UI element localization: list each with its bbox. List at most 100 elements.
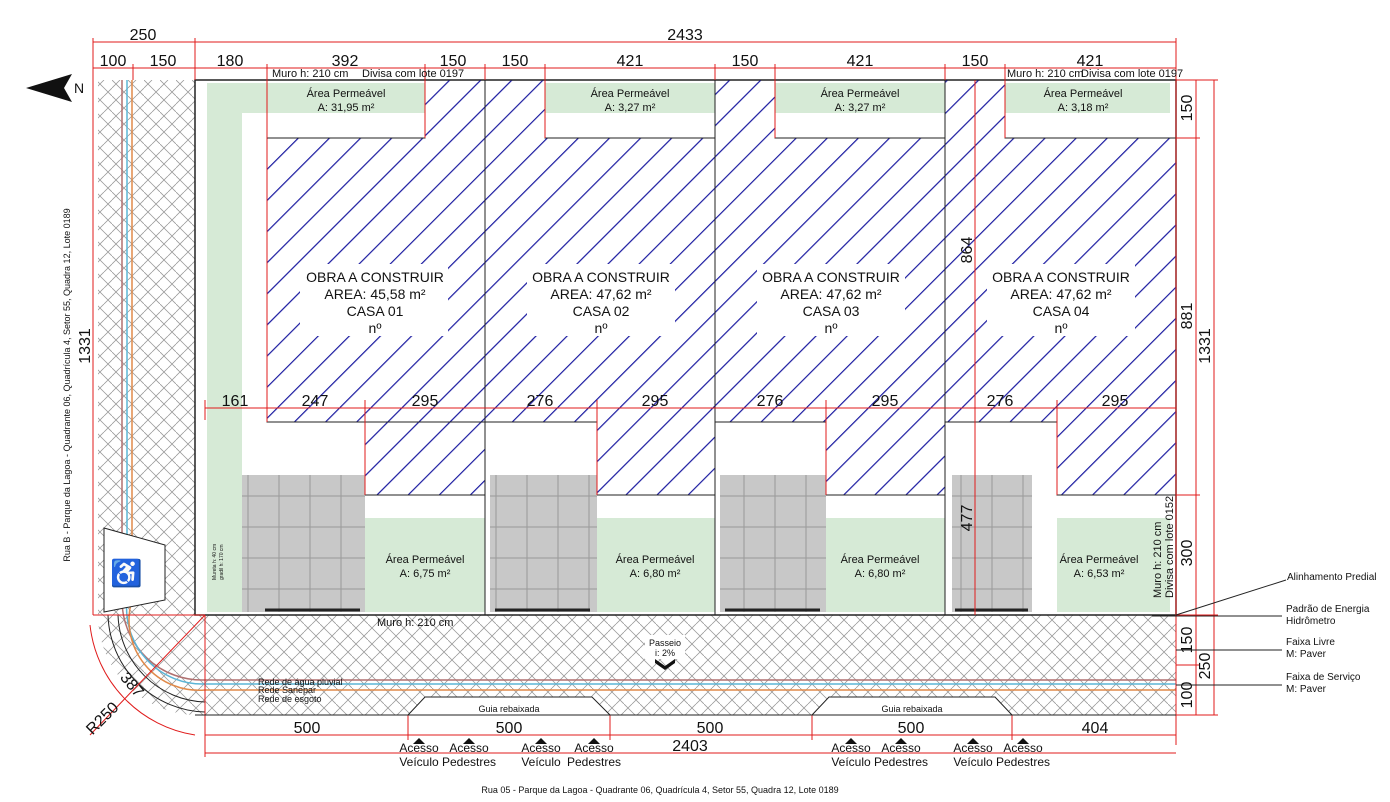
- dim-middle: 276: [757, 393, 784, 410]
- access-label: Acesso: [953, 741, 993, 755]
- dim-right: 100: [1179, 682, 1196, 709]
- house-area: AREA: 45,58 m²: [324, 286, 425, 302]
- lot-dividers: [265, 80, 1028, 615]
- dim-left: 1331: [77, 328, 94, 364]
- perm-label: Área Permeável: [1060, 553, 1139, 566]
- north-label: N: [74, 80, 84, 96]
- house-title: OBRA A CONSTRUIR: [992, 269, 1130, 285]
- house-name: CASA 04: [1033, 303, 1090, 319]
- house-area: AREA: 47,62 m²: [780, 286, 881, 302]
- dim-middle: 276: [527, 393, 554, 410]
- dim-top: 150: [732, 53, 759, 70]
- parking-casa-02: [490, 475, 597, 612]
- house-number: nº: [1055, 320, 1068, 336]
- parking-casa-04: [952, 475, 1032, 612]
- house-title: OBRA A CONSTRUIR: [762, 269, 900, 285]
- house-title: OBRA A CONSTRUIR: [532, 269, 670, 285]
- perm-label: Área Permeável: [841, 553, 920, 566]
- water-network-label: Rede de água pluvial: [258, 677, 343, 687]
- dim-top: 180: [217, 53, 244, 70]
- permeable-area-casa-02-top: [545, 83, 715, 113]
- permeable-area-casa-01-top: [198, 83, 425, 612]
- legend-alinhamento: Alinhamento Predial: [1287, 572, 1377, 583]
- house-title: OBRA A CONSTRUIR: [306, 269, 444, 285]
- house-number: nº: [595, 320, 608, 336]
- wall-note: Divisa com lote 0197: [362, 68, 464, 80]
- dim-864: 864: [959, 237, 976, 264]
- curb-cut-label: Guia rebaixada: [881, 704, 942, 714]
- wall-note: gradil h: 170 cm: [219, 544, 225, 580]
- legend-hidrometro: Hidrômetro: [1286, 616, 1336, 627]
- house-casa-02: Área Permeável A: 3,27 m² OBRA A CONSTRU…: [527, 87, 694, 580]
- wall-note: Muro h: 210 cm: [1152, 522, 1164, 598]
- access-label: Pedestres: [996, 755, 1050, 769]
- dim-top: 150: [962, 53, 989, 70]
- dim-top: 421: [617, 53, 644, 70]
- dim-top: 421: [1077, 53, 1104, 70]
- dim-bottom: 500: [294, 720, 321, 737]
- utility-lines: [121, 80, 1176, 692]
- dim-middle: 295: [412, 393, 439, 410]
- dim-right: 150: [1179, 95, 1196, 122]
- legend-faixa-livre-material: M: Paver: [1286, 649, 1327, 660]
- parking-casa-01: [242, 475, 365, 612]
- legend-faixa-servico: Faixa de Serviço: [1286, 672, 1361, 683]
- dim-top: 392: [332, 53, 359, 70]
- wheelchair-icon: ♿: [110, 558, 142, 588]
- permeable-area-casa-04-top: [1005, 83, 1170, 113]
- dim-bottom: 404: [1082, 720, 1109, 737]
- access-label: Veículo: [521, 755, 561, 769]
- dim-right: 250: [1197, 653, 1214, 680]
- house-number: nº: [369, 320, 382, 336]
- perm-label: Área Permeável: [591, 87, 670, 100]
- access-label: Pedestres: [874, 755, 928, 769]
- left-sidewalk: [98, 80, 195, 615]
- house-area: AREA: 47,62 m²: [550, 286, 651, 302]
- dim-middle: 161: [222, 393, 249, 410]
- accessible-ramp: ♿: [103, 527, 166, 613]
- permeable-area-casa-04-bottom: [1057, 518, 1170, 612]
- dim-477: 477: [959, 505, 976, 532]
- access-label: Pedestres: [567, 755, 621, 769]
- house-name: CASA 02: [573, 303, 630, 319]
- permeable-area-casa-01-bottom: [365, 518, 485, 612]
- curb-cut-1: [407, 696, 611, 716]
- perm-area: A: 3,27 m²: [835, 102, 886, 114]
- slope-chevron-icon: [655, 659, 675, 670]
- legend-padrao: Padrão de Energia: [1286, 604, 1370, 615]
- dim-right: 300: [1179, 540, 1196, 567]
- dim-radius: R250: [83, 699, 122, 738]
- access-label: Veículo: [953, 755, 993, 769]
- dim-top-total: 2433: [667, 27, 703, 44]
- curb-cut-2: [811, 696, 1013, 716]
- dim-middle: 295: [872, 393, 899, 410]
- north-arrow-icon: [26, 74, 72, 102]
- perm-label: Área Permeável: [386, 553, 465, 566]
- access-label: Acesso: [521, 741, 561, 755]
- perm-label: Área Permeável: [821, 87, 900, 100]
- house-name: CASA 01: [347, 303, 404, 319]
- legend-faixa-livre: Faixa Livre: [1286, 637, 1335, 648]
- perm-label: Área Permeável: [307, 87, 386, 100]
- dim-bottom-total: 2403: [672, 738, 708, 755]
- house-number: nº: [825, 320, 838, 336]
- wall-note: Divisa com lote 0152: [1164, 496, 1176, 598]
- perm-area: A: 31,95 m²: [318, 102, 375, 114]
- dim-top-left-total: 250: [130, 27, 157, 44]
- perm-area: A: 3,18 m²: [1058, 102, 1109, 114]
- dimension-lines: [89, 38, 1218, 757]
- curb-cut-label: Guia rebaixada: [478, 704, 539, 714]
- house-name: CASA 03: [803, 303, 860, 319]
- dim-middle: 276: [987, 393, 1014, 410]
- perm-label: Área Permeável: [1044, 87, 1123, 100]
- permeable-area-casa-03-top: [775, 83, 945, 113]
- north-arrow: N: [26, 74, 84, 102]
- access-label: Veículo: [831, 755, 871, 769]
- dim-middle: 247: [302, 393, 329, 410]
- callout-lines: [1152, 579, 1287, 686]
